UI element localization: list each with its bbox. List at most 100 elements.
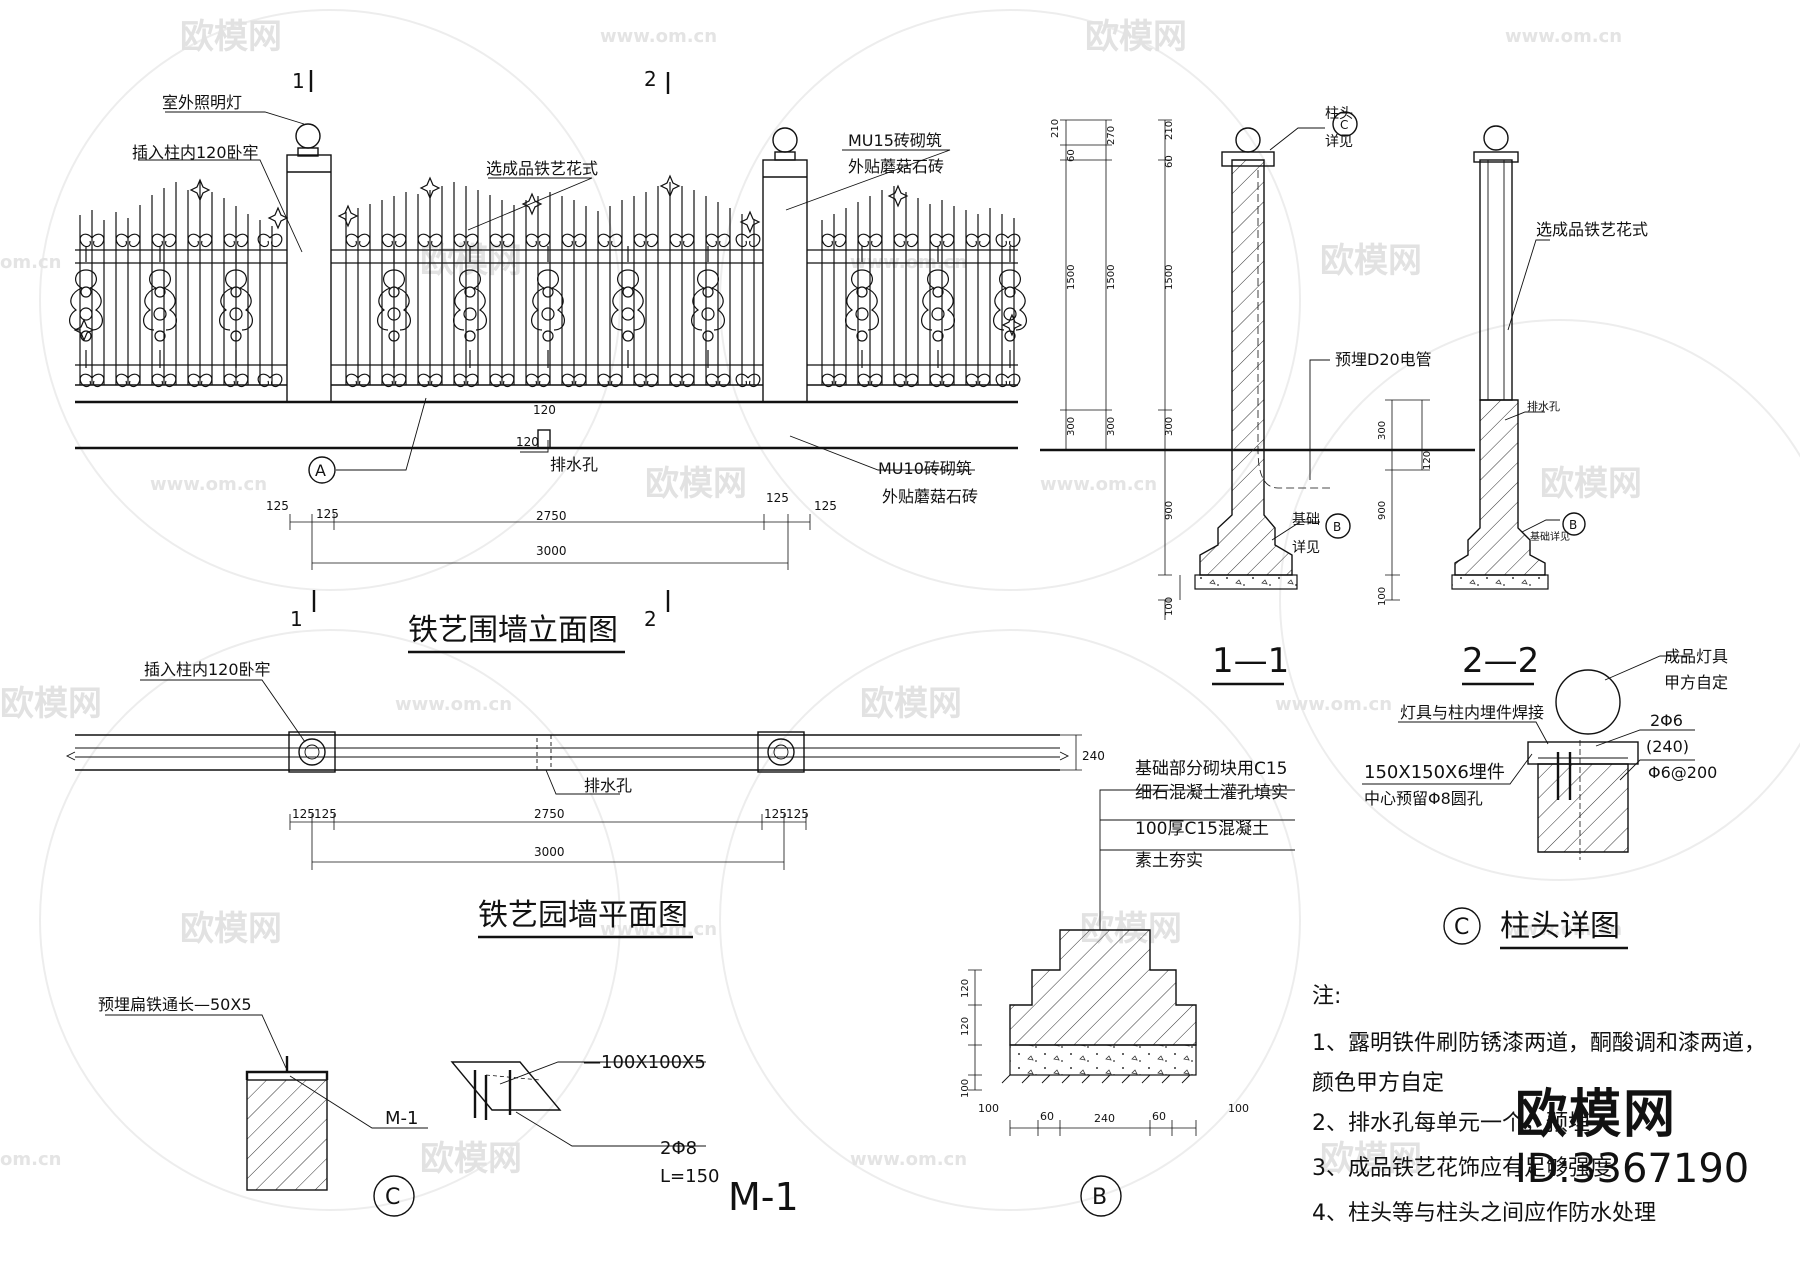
pier-right [762, 159, 808, 403]
base-ref-circle [1325, 513, 1351, 539]
cap-detail-circle [1443, 907, 1481, 945]
watermark-url: www.om.cn [600, 919, 717, 940]
section-2-view: 选成品铁艺花式 排水孔 B 基础详见 300 120 900 100 2—2 [1377, 125, 1648, 686]
dim-125: 125 [814, 499, 837, 513]
dim-120: 120 [960, 979, 971, 998]
dim-60: 60 [1066, 149, 1077, 162]
lamp-ball-right [772, 127, 798, 153]
note-line-1: 1、露明铁件刷防锈漆两道，酮酸调和漆两道， [1312, 1031, 1766, 1056]
pier-section-2 [1454, 399, 1546, 576]
note-line-4: 3、成品铁艺花饰应有足够强度 [1312, 1156, 1612, 1181]
dim-1500: 1500 [1106, 265, 1117, 290]
note-line-2: 颜色甲方自定 [1312, 1071, 1444, 1096]
plan-dims: 125 125 2750 125 125 3000 [289, 807, 809, 870]
dim-100: 100 [978, 1102, 999, 1115]
footing-legend-2: 细石混凝土灌孔填实 [1135, 783, 1288, 803]
dim-210: 210 [1164, 121, 1175, 140]
label-bars: 2Φ6 [1650, 711, 1683, 730]
embed-c-view: 预埋扁铁通长—50X5 M-1 C [98, 995, 428, 1217]
embed-pier [246, 1079, 328, 1191]
section-mark-1: 1 [290, 607, 303, 631]
drain-hole [537, 429, 551, 449]
cap-detail-view: 成品灯具 甲方自定 灯具与柱内埋件焊接 2Φ6 (240) Φ6@200 150… [1362, 647, 1728, 950]
label-base-material: MU10砖砌筑 [878, 459, 972, 478]
label-foundation-2: 基础详见 [1530, 530, 1570, 543]
label-bar-120: 插入柱内120卧牢 [132, 143, 259, 162]
base-ref-b-2: B [1569, 518, 1577, 532]
watermark-brand: 欧模网 [1320, 1139, 1422, 1179]
base-ref-circle-2 [1562, 512, 1586, 536]
label-pier-material: MU15砖砌筑 [848, 131, 942, 150]
watermark-url: www.om.cn [395, 694, 512, 715]
label-lamp: 成品灯具 [1664, 647, 1728, 666]
dim-120: 120 [960, 1017, 971, 1036]
elevation-title: 铁艺围墙立面图 [408, 613, 618, 648]
plan-view: 插入柱内120卧牢 排水孔 240 125 125 2750 125 125 3… [65, 660, 1105, 939]
label-hole: 中心预留Φ8圆孔 [1364, 789, 1483, 808]
label-flat-bar: 预埋扁铁通长—50X5 [98, 995, 252, 1014]
lamp-ball [1483, 125, 1509, 151]
dim-2750: 2750 [536, 509, 567, 523]
watermark-url: www.om.cn [850, 1149, 967, 1170]
label-outdoor-light: 室外照明灯 [162, 93, 242, 112]
label-drain-2: 排水孔 [1527, 399, 1560, 413]
embed-c-circle [373, 1175, 415, 1217]
section-1-view: C 柱头 详见 预埋D20电管 B 基础 详见 210 60 1500 300 … [1040, 106, 1475, 686]
footing-legend-4: 素土夯实 [1135, 851, 1203, 871]
footing-circle-label: B [1092, 1185, 1107, 1210]
label-ironwork: 选成品铁艺花式 [486, 159, 598, 178]
m1-title: M-1 [728, 1175, 799, 1219]
dim-120: 120 [1422, 451, 1433, 470]
watermark-brand: 欧模网 [860, 684, 962, 724]
embed-c-circle-label: C [385, 1185, 400, 1210]
dim-125: 125 [766, 491, 789, 505]
footing-legend-3: 100厚C15混凝土 [1135, 819, 1269, 839]
lamp-fixture [1555, 669, 1621, 735]
dim-60: 60 [1152, 1110, 1166, 1123]
label-m1-bars: 2Φ8 [660, 1138, 697, 1159]
elevation-view: 1 2 1 2 室外照明灯 插入柱内120卧牢 选成品铁艺花式 MU15砖砌筑 … [68, 67, 1028, 654]
footing-legend-1: 基础部分砌块用C15 [1135, 759, 1288, 779]
plan-pier-left [288, 731, 336, 773]
plan-dim-width: 240 [1082, 749, 1105, 763]
watermark-brand: 欧模网 [420, 241, 522, 281]
dim-100: 100 [1164, 597, 1175, 616]
fence-rails [75, 249, 1018, 366]
cap-detail-circle-label: C [1454, 915, 1469, 940]
watermark-brand: 欧模网 [1540, 464, 1642, 504]
dim-300: 300 [1066, 417, 1077, 436]
detail-ref-a [308, 456, 336, 484]
pier-left [286, 154, 332, 403]
label-conduit: 预埋D20电管 [1335, 350, 1432, 369]
label-pier-facing: 外贴蘑菇石砖 [848, 157, 944, 176]
label-m1: M-1 [385, 1108, 418, 1129]
label-see: 详见 [1325, 134, 1353, 150]
detail-ref-a-label: A [315, 461, 326, 480]
label-cap: 柱头 [1325, 106, 1353, 122]
pier-upper-2 [1479, 159, 1513, 401]
watermark-url: www.om.cn [1275, 694, 1392, 715]
dim-900: 900 [1164, 501, 1175, 520]
dim-300: 300 [1106, 417, 1117, 436]
dim-100: 100 [960, 1079, 971, 1098]
watermark-url: www.om.cn [150, 474, 267, 495]
dim-60: 60 [1040, 1110, 1054, 1123]
lamp-ball-left [295, 123, 321, 149]
dim-900: 900 [1377, 501, 1388, 520]
plan-label-bar-120: 插入柱内120卧牢 [144, 660, 271, 679]
dim-210: 210 [1050, 119, 1061, 138]
label-m1-plate: —100X100X5 [583, 1052, 706, 1073]
label-ironwork-2: 选成品铁艺花式 [1536, 220, 1648, 239]
watermark-url: www.om.cn [600, 26, 717, 47]
section-1-title: 1—1 [1212, 641, 1289, 681]
dim-100: 100 [1377, 587, 1388, 606]
note-line-5: 4、柱头等与柱头之间应作防水处理 [1312, 1201, 1656, 1226]
watermark-brand: 欧模网 [180, 17, 282, 57]
dim-1500: 1500 [1066, 265, 1077, 290]
pier-top [1537, 763, 1629, 853]
brand-id: ID:3367190 [1515, 1146, 1750, 1192]
dim-60: 60 [1164, 155, 1175, 168]
dim-drain-height: 120 [516, 435, 539, 449]
section-mark-1: 1 [292, 69, 305, 93]
